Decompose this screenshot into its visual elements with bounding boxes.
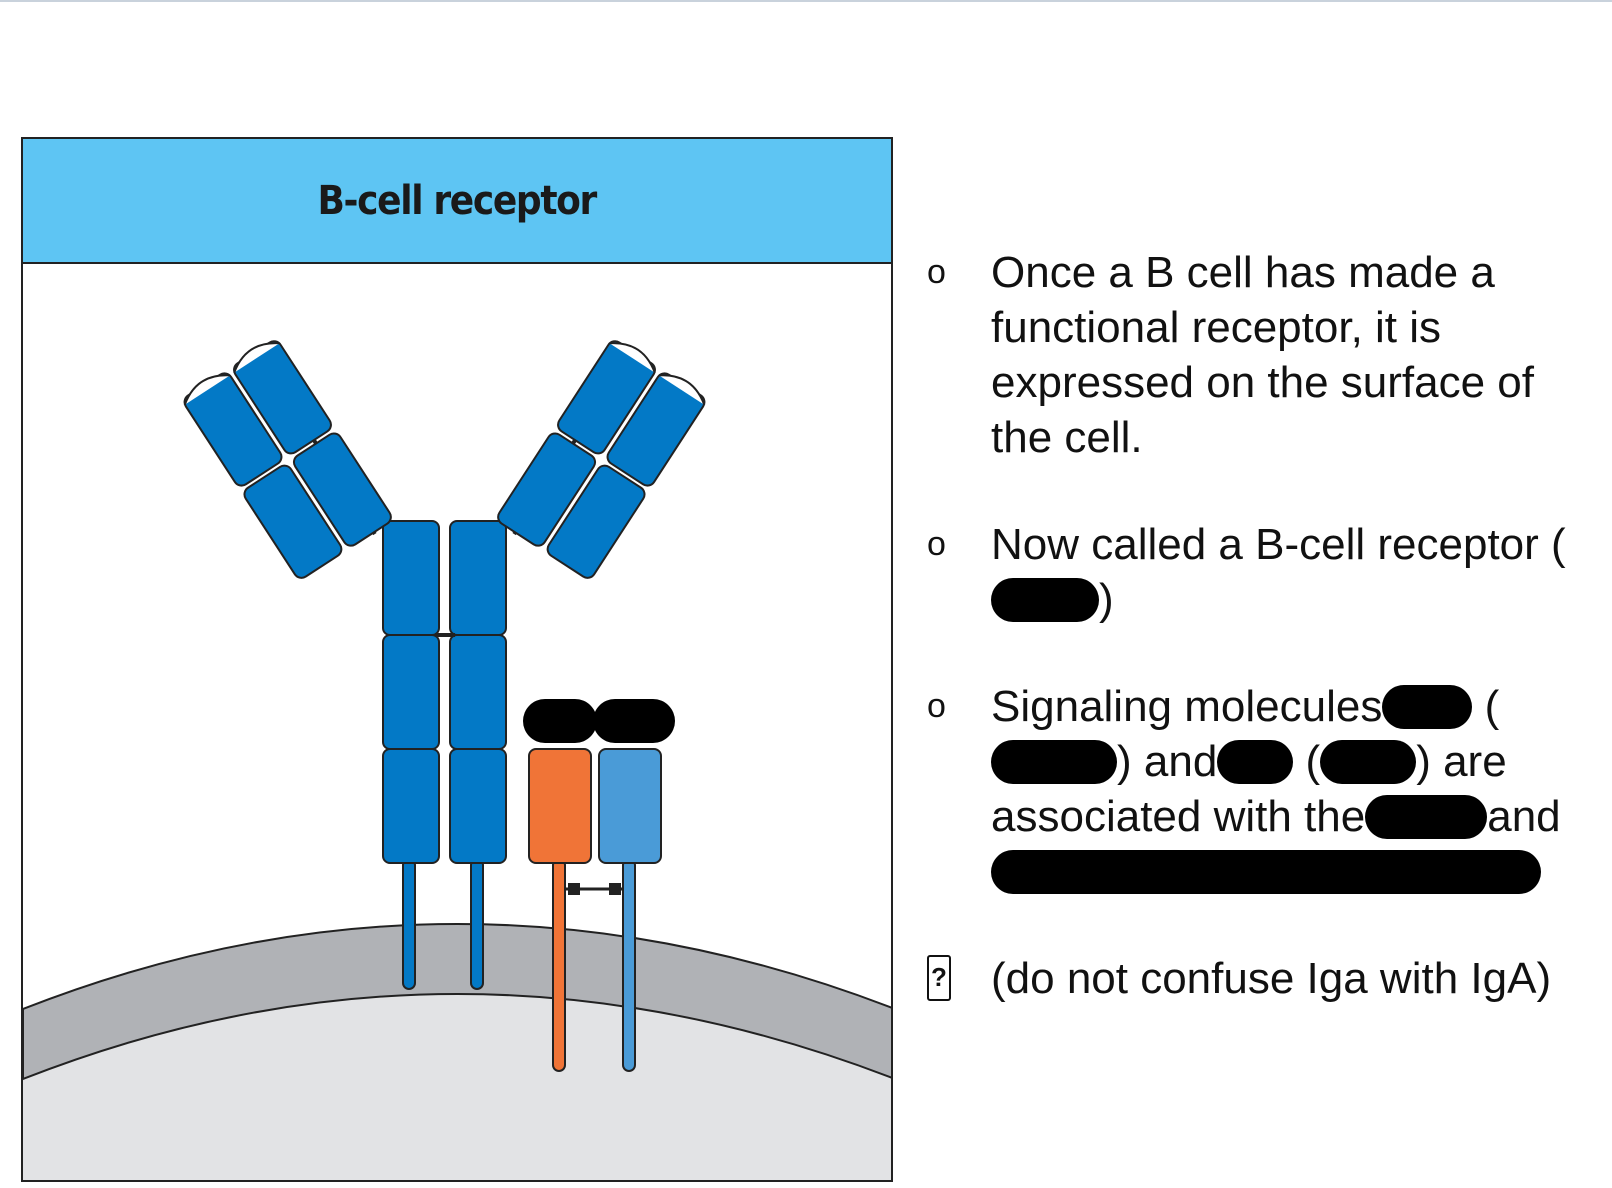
antigen-binding-site (658, 374, 706, 406)
circle-bullet-icon: o (927, 253, 946, 291)
igb-chain (598, 748, 662, 864)
bullet-text: ) (1099, 575, 1114, 624)
bond-node (609, 883, 621, 895)
igb-tail (622, 858, 636, 1072)
fab-heavy-constant-domain (292, 432, 392, 547)
heavy-chain-domain (449, 634, 507, 750)
fab-light-constant-domain (243, 464, 343, 579)
heavy-chain-domain (382, 634, 440, 750)
cytoplasm (23, 994, 891, 1180)
iga-tail (552, 858, 566, 1072)
heavy-chain-domain (449, 748, 507, 864)
antigen-binding-site (183, 374, 231, 406)
fab-light-constant-domain (546, 464, 646, 579)
redacted-text (991, 850, 1541, 894)
bullet-list: o Once a B cell has made a functional rec… (925, 245, 1595, 1058)
redacted-label-igb (593, 699, 675, 743)
figure-title: B-cell receptor (317, 177, 598, 224)
bullet-text: (do not confuse Iga with IgA) (991, 954, 1552, 1003)
bullet-text: and (1487, 792, 1561, 841)
cell-membrane (23, 923, 891, 1081)
bullet-text: ( (1472, 682, 1500, 731)
figure-header: B-cell receptor (23, 139, 891, 264)
heavy-chain-tail-right (470, 858, 484, 990)
top-rule (0, 0, 1612, 2)
fab-heavy-constant-domain (497, 432, 597, 547)
bullet-text: Signaling molecules (991, 682, 1383, 731)
bullet-text: Once a B cell has made a functional rece… (991, 248, 1534, 462)
iga-chain (528, 748, 592, 864)
bullet-item: ? (do not confuse Iga with IgA) (925, 951, 1595, 1006)
redacted-text (1365, 795, 1488, 839)
bcr-diagram (23, 340, 891, 1180)
heavy-chain-domain (449, 520, 507, 636)
circle-bullet-icon: o (927, 525, 946, 563)
bullet-text: ) and (1117, 737, 1218, 786)
heavy-chain-domain (382, 748, 440, 864)
question-box-icon: ? (927, 955, 951, 1001)
antigen-binding-site (233, 342, 280, 373)
bcr-figure-panel: B-cell receptor (21, 137, 893, 1182)
antigen-binding-site (609, 342, 656, 373)
heavy-chain-domain (382, 520, 440, 636)
redacted-text (1382, 685, 1473, 729)
bullet-item: o Once a B cell has made a functional rec… (925, 245, 1595, 465)
bullet-text: ) are associated with the (991, 737, 1507, 841)
redacted-text (1320, 740, 1417, 784)
redacted-text (1217, 740, 1294, 784)
bond-node (568, 883, 580, 895)
heavy-chain-tail-left (402, 858, 416, 990)
redacted-text (991, 740, 1117, 784)
bullet-item: o Now called a B-cell receptor () (925, 517, 1595, 627)
bullet-text: ( (1293, 737, 1321, 786)
redacted-text (991, 578, 1099, 622)
bullet-text: Now called a B-cell receptor ( (991, 520, 1566, 569)
redacted-label-iga (523, 699, 597, 743)
circle-bullet-icon: o (927, 687, 946, 725)
